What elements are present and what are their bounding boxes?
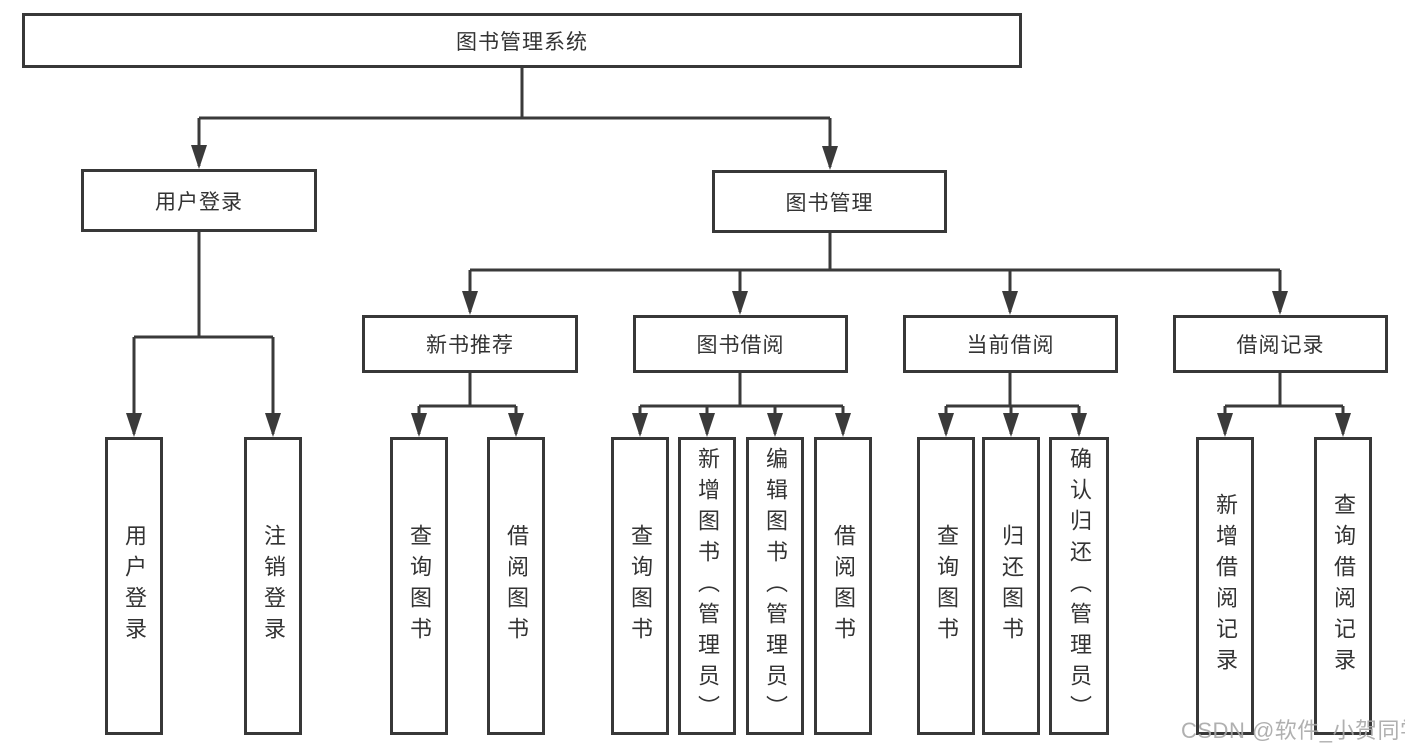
node-user-login: 用户登录 bbox=[81, 169, 317, 232]
leaf-return-books-label: 归还图书 bbox=[999, 524, 1024, 648]
node-root-label: 图书管理系统 bbox=[456, 30, 588, 54]
leaf-user-login-label: 用户登录 bbox=[122, 524, 147, 648]
leaf-query-books-2: 查询图书 bbox=[611, 437, 669, 735]
leaf-borrow-books-2-label: 借阅图书 bbox=[831, 524, 856, 648]
leaf-confirm-return-admin: 确认归还（管理员） bbox=[1049, 437, 1109, 735]
node-root: 图书管理系统 bbox=[22, 13, 1022, 68]
leaf-borrow-books-1: 借阅图书 bbox=[487, 437, 545, 735]
node-borrowing-records-label: 借阅记录 bbox=[1236, 334, 1325, 357]
leaf-add-books-admin-label: 新增图书（管理员） bbox=[695, 446, 720, 726]
node-book-borrowing: 图书借阅 bbox=[633, 315, 848, 373]
node-borrowing-records: 借阅记录 bbox=[1173, 315, 1388, 373]
leaf-return-books: 归还图书 bbox=[982, 437, 1040, 735]
leaf-add-borrow-record-label: 新增借阅记录 bbox=[1213, 493, 1238, 679]
csdn-watermark: CSDN @软件_小贺同学 bbox=[1181, 718, 1405, 743]
node-book-borrowing-label: 图书借阅 bbox=[696, 334, 785, 357]
connector-stems bbox=[132, 68, 1345, 434]
leaf-add-borrow-record: 新增借阅记录 bbox=[1196, 437, 1254, 735]
leaf-logout-label: 注销登录 bbox=[261, 524, 286, 648]
leaf-user-login: 用户登录 bbox=[105, 437, 163, 735]
leaf-borrow-books-1-label: 借阅图书 bbox=[504, 524, 529, 648]
leaf-borrow-books-2: 借阅图书 bbox=[814, 437, 872, 735]
leaf-query-borrow-record: 查询借阅记录 bbox=[1314, 437, 1372, 735]
leaf-logout: 注销登录 bbox=[244, 437, 302, 735]
leaf-edit-books-admin-label: 编辑图书（管理员） bbox=[763, 446, 788, 726]
leaf-query-books-3: 查询图书 bbox=[917, 437, 975, 735]
leaf-query-books-3-label: 查询图书 bbox=[934, 524, 959, 648]
leaf-edit-books-admin: 编辑图书（管理员） bbox=[746, 437, 804, 735]
node-book-management: 图书管理 bbox=[712, 170, 947, 233]
node-current-borrowing-label: 当前借阅 bbox=[966, 334, 1055, 357]
leaf-query-borrow-record-label: 查询借阅记录 bbox=[1331, 493, 1356, 679]
node-new-book-recommendation-label: 新书推荐 bbox=[426, 334, 514, 357]
leaf-query-books-1-label: 查询图书 bbox=[407, 524, 432, 648]
leaf-query-books-2-label: 查询图书 bbox=[628, 524, 653, 648]
leaf-add-books-admin: 新增图书（管理员） bbox=[678, 437, 736, 735]
node-user-login-label: 用户登录 bbox=[155, 190, 243, 214]
connector-arrowheads bbox=[126, 145, 1351, 437]
node-book-management-label: 图书管理 bbox=[785, 191, 874, 215]
leaf-confirm-return-admin-label: 确认归还（管理员） bbox=[1067, 446, 1092, 726]
node-new-book-recommendation: 新书推荐 bbox=[362, 315, 578, 373]
node-current-borrowing: 当前借阅 bbox=[903, 315, 1118, 373]
leaf-query-books-1: 查询图书 bbox=[390, 437, 448, 735]
